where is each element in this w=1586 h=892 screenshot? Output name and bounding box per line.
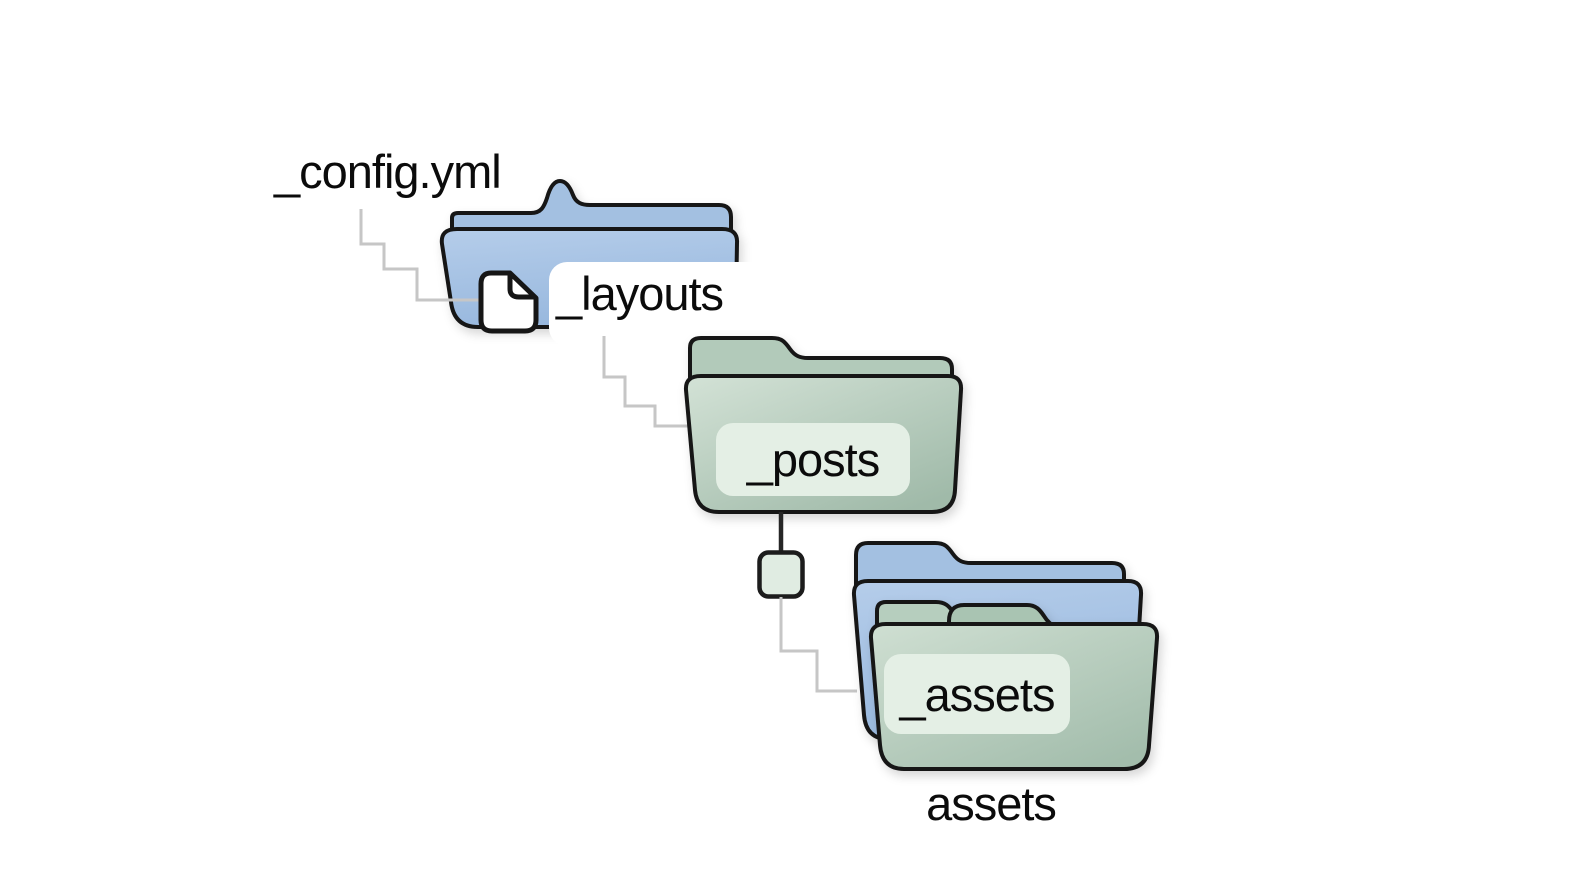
document-page [478,270,539,334]
assets-folder-caption: assets [926,777,1057,830]
config-file-label: _config.yml [274,145,502,198]
layouts-folder-flap [450,178,733,238]
assets-inner-folder-label: _assets [899,667,1056,721]
assets-blue-folder-flap [854,541,1126,588]
document-fold [507,274,534,300]
layouts-folder-label: _layouts [556,267,724,320]
posts-folder-icon [683,336,964,514]
assets-label-plate [884,654,1070,734]
layouts-label-plate [549,262,915,346]
posts-folder-flap [688,336,954,382]
assets-green-folder-icon [868,600,1160,771]
posts-label-plate [716,423,910,496]
node-to-assets-connector [779,597,857,693]
document-icon [478,270,539,334]
layouts-to-posts-connector [602,336,694,428]
tree-node-square [757,550,805,599]
config-to-layouts-connector [359,209,481,302]
posts-folder-label: _posts [746,433,880,486]
